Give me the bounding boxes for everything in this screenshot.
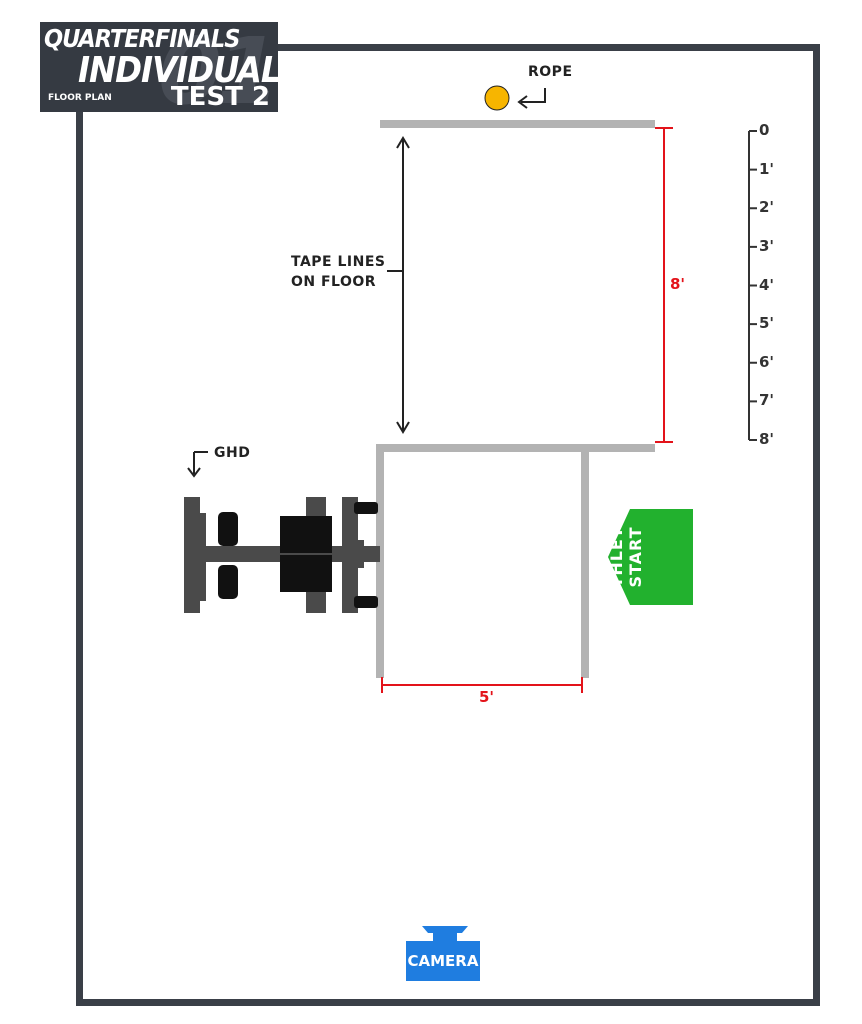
scale-tick-label: 2' (759, 198, 775, 217)
scale-tick-label: 6' (759, 352, 775, 371)
scale-tick-label: 5' (759, 314, 775, 333)
floor-boundary (76, 44, 820, 1006)
rope-icon (484, 85, 510, 111)
athlete-start-line-1: ATHLETE (607, 514, 626, 600)
tape-lines-label-2: ON FLOOR (291, 274, 377, 290)
dimension-5ft (381, 677, 583, 693)
scale-ruler (748, 130, 757, 441)
rope-arrowhead-icon (517, 95, 528, 109)
background-number: 01 (158, 22, 278, 113)
tape-lines-arrow (387, 136, 410, 434)
scale-tick-label: 4' (759, 275, 775, 294)
dimension-8ft (655, 127, 673, 443)
title-line-2: INDIVIDUALS (78, 50, 278, 91)
athlete-start-label: ATHLETE START (607, 508, 645, 606)
scale-tick-label: 3' (759, 236, 775, 255)
scale-tick-label: 8' (759, 430, 775, 448)
ghd-machine-icon (184, 497, 380, 613)
subtitle: FLOOR PLAN (48, 93, 112, 103)
athlete-start-marker (608, 509, 693, 605)
scale-tick-label: 1' (759, 159, 775, 178)
test-number: TEST 2 (170, 82, 270, 112)
tape-line-middle (376, 444, 655, 452)
athlete-start-line-2: START (626, 526, 645, 588)
camera-label: CAMERA (406, 941, 480, 981)
camera-icon (422, 926, 468, 942)
scale-tick-label: 0 (759, 121, 770, 139)
ghd-arrow-icon (187, 451, 208, 478)
scale-tick-label: 7' (759, 391, 775, 410)
ghd-label: GHD (214, 445, 251, 461)
title-line-1: QUARTERFINALS (44, 24, 240, 53)
title-badge: 01 QUARTERFINALS INDIVIDUALS FLOOR PLAN … (40, 22, 278, 112)
dimension-8ft-label: 8' (670, 275, 686, 293)
tape-line-top (380, 120, 655, 128)
rope-arrow-icon (521, 88, 546, 103)
dimension-5ft-label: 5' (479, 688, 495, 706)
tape-box-right (581, 452, 589, 678)
tape-lines-label-1: TAPE LINES (291, 254, 386, 270)
rope-label: ROPE (528, 64, 573, 80)
